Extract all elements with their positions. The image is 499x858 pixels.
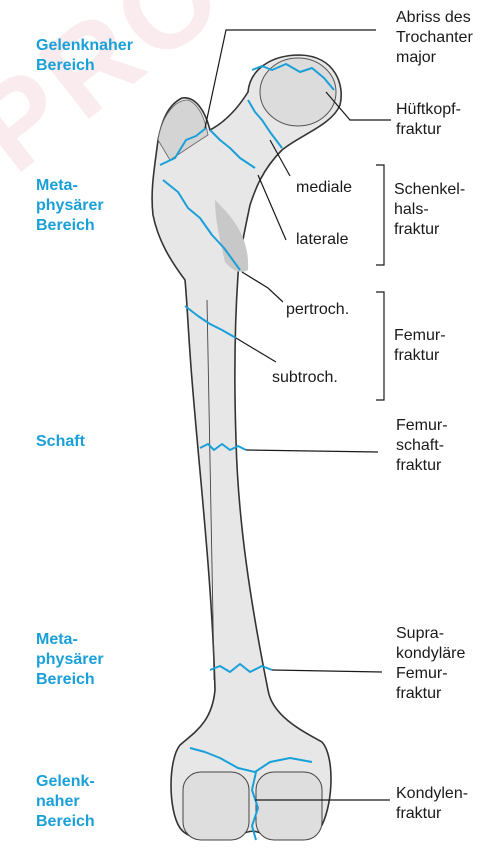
region-label-gelenknah-bottom: Gelenk- naher Bereich (36, 772, 95, 832)
region-label-metaphysaer-lower: Meta- physärer Bereich (36, 630, 104, 690)
label-hueftkopffraktur: Hüftkopf- fraktur (396, 100, 461, 140)
leader-femurschaft (246, 450, 378, 452)
label-femurschaftfraktur: Femur- schaft- fraktur (396, 416, 448, 476)
label-pertroch: pertroch. (286, 300, 349, 320)
label-mediale: mediale (296, 178, 352, 198)
region-label-gelenknah-top: Gelenknaher Bereich (36, 36, 133, 76)
label-femurfraktur: Femur- fraktur (394, 326, 446, 366)
region-label-schaft: Schaft (36, 432, 85, 452)
leader-pertroch (242, 272, 283, 302)
leader-laterale (258, 175, 286, 240)
label-schenkelhalsfraktur: Schenkel- hals- fraktur (394, 180, 465, 240)
bracket-schenkelhals (376, 165, 384, 265)
region-label-metaphysaer-upper: Meta- physärer Bereich (36, 176, 104, 236)
medial-condyle (183, 772, 249, 840)
femur-bone-outline (152, 55, 341, 840)
label-suprakondylaere-femurfraktur: Supra- kondyläre Femur- fraktur (396, 624, 465, 704)
lateral-condyle (256, 772, 322, 840)
leader-subtroch (236, 338, 276, 362)
label-subtroch: subtroch. (272, 368, 338, 388)
bracket-femur (376, 292, 384, 400)
label-laterale: laterale (296, 230, 348, 250)
femoral-head-shade (260, 58, 336, 126)
label-kondylenfraktur: Kondylen- fraktur (396, 784, 468, 824)
leader-suprakondylaer (272, 670, 382, 672)
label-abriss-trochanter: Abriss des Trochanter major (396, 8, 473, 68)
